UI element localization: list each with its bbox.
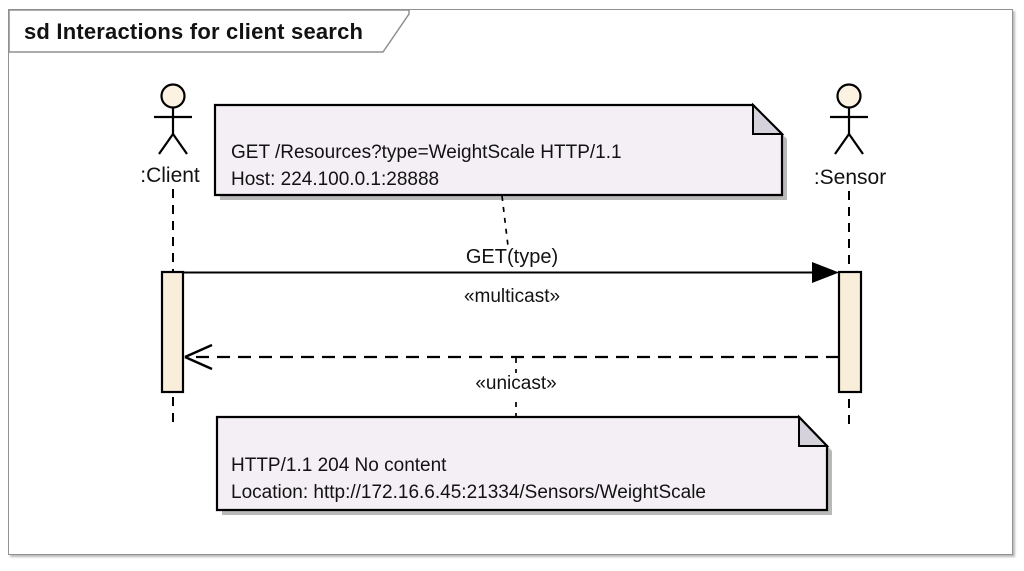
reply-note-line-2: Location: http://172.16.6.45:21334/Senso… — [231, 482, 706, 503]
sensor-actor-icon — [830, 83, 868, 155]
frame-title-pentagon — [8, 9, 410, 53]
request-note-line-1: GET /Resources?type=WeightScale HTTP/1.1 — [231, 142, 622, 163]
reply-note — [215, 415, 829, 512]
sensor-activation-bar — [837, 270, 863, 394]
request-note-fold-icon — [752, 102, 785, 135]
reply-note-text: HTTP/1.1 204 No content Location: http:/… — [231, 452, 706, 506]
frame-title: sd Interactions for client search — [24, 19, 364, 44]
reply-arrowhead-icon — [184, 343, 213, 371]
request-message-label: GET(type) — [465, 246, 559, 268]
sensor-actor-label: :Sensor — [813, 166, 887, 189]
request-note-connector — [501, 195, 509, 247]
reply-note-fold-icon — [798, 414, 830, 447]
request-note — [213, 103, 784, 197]
request-message-stereotype: «multicast» — [463, 286, 561, 307]
reply-note-line-1: HTTP/1.1 204 No content — [231, 455, 447, 476]
request-note-text: GET /Resources?type=WeightScale HTTP/1.1… — [231, 139, 622, 193]
client-actor-label: :Client — [140, 164, 200, 187]
request-note-line-2: Host: 224.100.0.1:28888 — [231, 169, 440, 190]
reply-message-stereotype: «unicast» — [472, 373, 560, 396]
client-actor-icon — [154, 83, 192, 155]
request-arrowhead-icon — [812, 262, 839, 283]
client-activation-bar — [160, 270, 185, 394]
